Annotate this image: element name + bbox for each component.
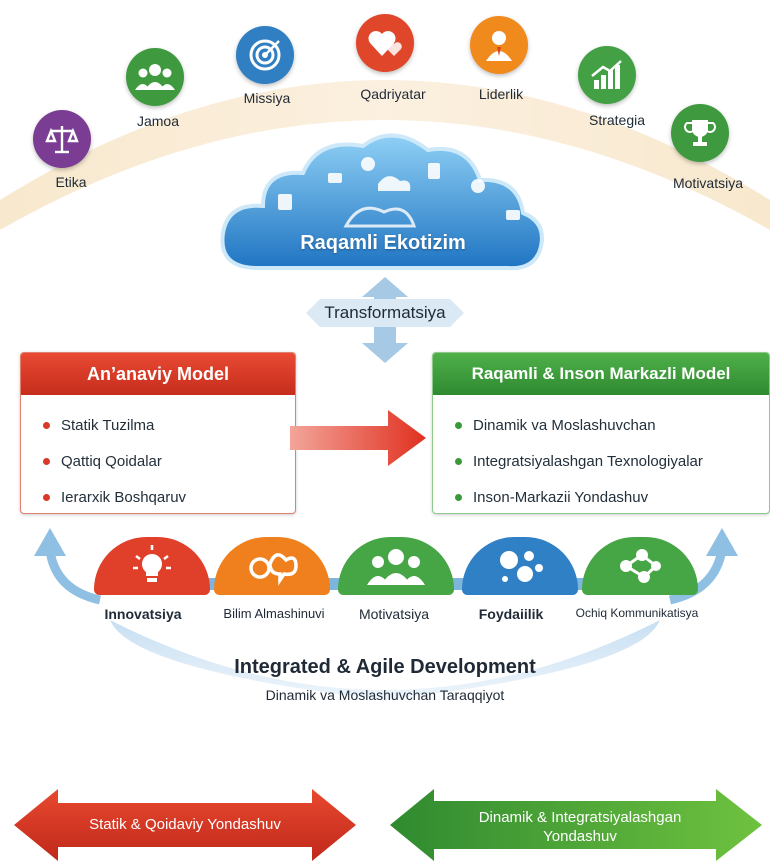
development-subtitle: Dinamik va Moslashuvchan Taraqqiyot	[265, 687, 505, 703]
digital-model-box: Raqamli & Inson Markazli Model Dinamik v…	[432, 352, 770, 514]
pillar-label-foydaiilik: Foydaiilik	[478, 606, 544, 622]
value-label-qadriyatar: Qadriyatar	[360, 86, 426, 102]
traditional-model-title: An’anaviy Model	[21, 353, 295, 395]
traditional-model-box: An’anaviy Model Statik Tuzilma Qattiq Qo…	[20, 352, 296, 514]
development-title: Integrated & Agile Development	[234, 656, 536, 678]
right-arrow-label: Dinamik & Integratsiyalashgan Yondashuv	[420, 808, 740, 846]
value-label-etika: Etika	[55, 174, 87, 190]
pillar-label-motivatsiya: Motivatsiya	[358, 606, 430, 622]
value-label-motivatsiya: Motivatsiya	[672, 175, 744, 191]
traditional-model-item: Qattiq Qoidalar	[43, 443, 275, 479]
digital-model-item: Integratsiyalashgan Texnologiyalar	[455, 443, 749, 479]
hearts-icon	[356, 14, 414, 72]
team-icon	[126, 48, 184, 106]
value-label-missiya: Missiya	[243, 90, 291, 106]
digital-model-item: Inson-Markazii Yondashuv	[455, 479, 749, 513]
right-arrow-label-line2: Yondashuv	[543, 828, 617, 845]
digital-ecosystem-cloud	[220, 133, 544, 271]
pillar-label-kommunikatsiya: Ochiq Kommunikatisya	[575, 606, 699, 620]
transformation-label: Transformatsiya	[324, 303, 446, 322]
trophy-icon	[671, 104, 729, 162]
cloud-title: Raqamli Ekotizim	[300, 232, 466, 254]
traditional-model-item: Statik Tuzilma	[43, 407, 275, 443]
left-arrow-label: Statik & Qoidaviy Yondashuv	[89, 816, 281, 833]
digital-model-title: Raqamli & Inson Markazli Model	[433, 353, 769, 395]
scales-icon	[33, 110, 91, 168]
bottom-direction-arrows	[14, 789, 762, 861]
traditional-model-item: Ierarxik Boshqaruv	[43, 479, 275, 513]
growth-chart-icon	[578, 46, 636, 104]
transformation-arrow	[306, 277, 464, 363]
values-arc-band	[0, 80, 770, 230]
value-label-strategia: Strategia	[588, 112, 646, 128]
digital-model-item: Dinamik va Moslashuvchan	[455, 407, 749, 443]
right-arrow-icon	[290, 410, 426, 466]
right-arrow-label-line1: Dinamik & Integratsiyalashgan	[478, 809, 682, 826]
pillar-label-bilim: Bilim Almashinuvi	[223, 606, 325, 621]
leader-icon	[470, 16, 528, 74]
value-label-jamoa: Jamoa	[136, 113, 180, 129]
value-label-liderlik: Liderlik	[478, 86, 524, 102]
pillar-label-innovatsiya: Innovatsiya	[104, 606, 182, 622]
target-icon	[236, 26, 294, 84]
